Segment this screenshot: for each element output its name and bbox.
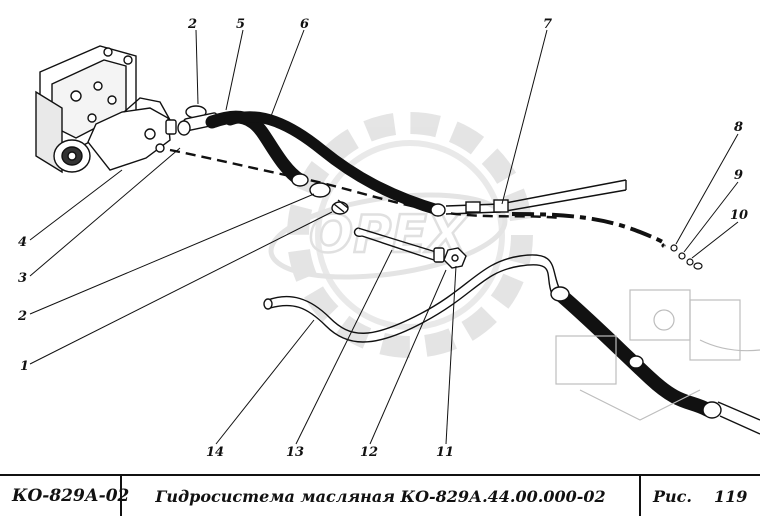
- callout-1: 1: [20, 359, 29, 374]
- callout-4: 4: [18, 235, 27, 250]
- callout-7: 7: [543, 17, 552, 32]
- fittings-8-9-10: [670, 244, 703, 270]
- machinery-background: [555, 289, 760, 421]
- drain-line: [169, 148, 561, 220]
- figure-reference: Рис. 119: [641, 476, 760, 516]
- callout-8: 8: [734, 120, 743, 135]
- callout-2-lower: 2: [17, 309, 27, 324]
- pressure-hose-6: [224, 111, 444, 216]
- callout-2-upper: 2: [187, 17, 197, 32]
- callout-9: 9: [734, 168, 743, 183]
- callout-10: 10: [730, 208, 748, 223]
- callout-5: 5: [236, 17, 245, 32]
- watermark-logo: OPEX: [268, 112, 533, 358]
- callout-14: 14: [206, 445, 224, 460]
- watermark-oval: [268, 192, 508, 280]
- lower-hose: [555, 289, 715, 417]
- return-hose: [511, 212, 668, 248]
- hose-end-5: [291, 173, 309, 187]
- callout-12: 12: [360, 445, 378, 460]
- callout-11: 11: [436, 445, 454, 460]
- model-code: КО-829А-02: [0, 476, 129, 516]
- drawing-title: Гидросистема масляная КО-829А.44.00.000-…: [122, 476, 641, 516]
- figure-number: 119: [713, 486, 748, 506]
- watermark-gear-inner: [315, 140, 505, 330]
- steel-tube-7: [445, 179, 627, 215]
- steel-tube-14: [263, 254, 561, 343]
- watermark-gear: [287, 112, 533, 358]
- leader-lines: [29, 29, 739, 445]
- title-block: КО-829А-02 Гидросистема масляная КО-829А…: [0, 474, 760, 516]
- pump-assembly: [35, 45, 177, 174]
- hydraulic-system-drawing: OPEX: [17, 17, 760, 460]
- steel-tube-13: [353, 227, 445, 263]
- callout-6: 6: [300, 17, 309, 32]
- clamp-lower: [309, 182, 349, 215]
- lower-hose-ends: [550, 286, 760, 435]
- hose-end-6: [430, 203, 446, 217]
- callout-13: 13: [286, 445, 304, 460]
- nut-12: [443, 247, 467, 269]
- callout-3: 3: [18, 271, 27, 286]
- figure-prefix: Рис.: [653, 486, 692, 506]
